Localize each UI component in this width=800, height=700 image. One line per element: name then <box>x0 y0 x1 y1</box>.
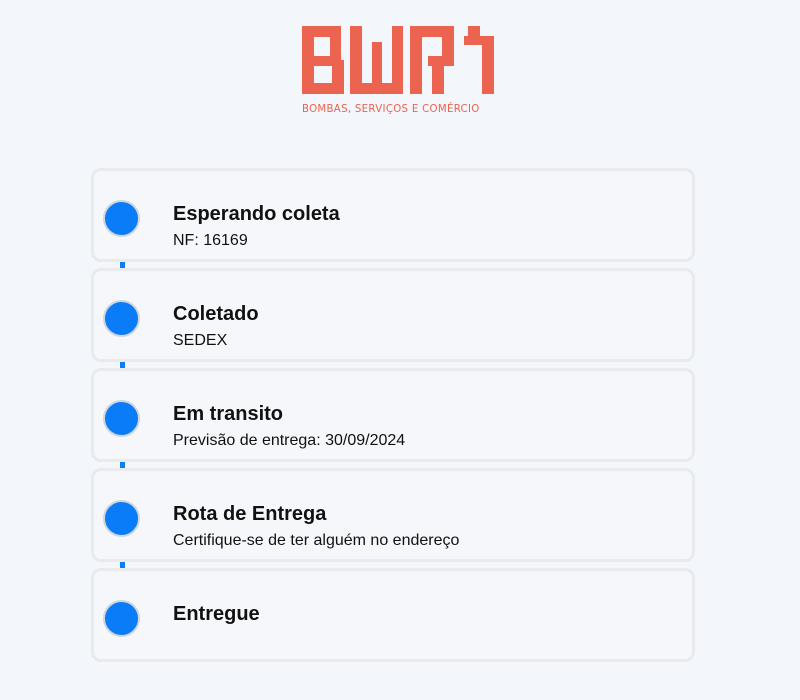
timeline-step-coletado: Coletado SEDEX <box>91 268 695 362</box>
timeline-step-rota-de-entrega: Rota de Entrega Certifique-se de ter alg… <box>91 468 695 562</box>
step-detail: SEDEX <box>173 332 228 349</box>
step-detail: Previsão de entrega: 30/09/2024 <box>173 432 406 449</box>
step-status-dot <box>103 500 140 537</box>
step-detail: Certifique-se de ter alguém no endereço <box>173 532 460 549</box>
brand-logo: BOMBAS, SERVIÇOS E COMÉRCIO <box>300 22 500 122</box>
brand-tagline: BOMBAS, SERVIÇOS E COMÉRCIO <box>302 104 480 115</box>
step-title: Esperando coleta <box>173 203 340 225</box>
step-title: Coletado <box>173 303 259 325</box>
step-status-dot <box>103 400 140 437</box>
step-status-dot <box>103 600 140 637</box>
step-title: Entregue <box>173 603 260 625</box>
timeline-step-entregue: Entregue <box>91 568 695 662</box>
tracking-timeline: Esperando coleta NF: 16169 Coletado SEDE… <box>91 168 695 668</box>
step-status-dot <box>103 300 140 337</box>
step-status-dot <box>103 200 140 237</box>
step-title: Rota de Entrega <box>173 503 327 525</box>
timeline-step-esperando-coleta: Esperando coleta NF: 16169 <box>91 168 695 262</box>
step-detail: NF: 16169 <box>173 232 248 249</box>
step-title: Em transito <box>173 403 284 425</box>
timeline-step-em-transito: Em transito Previsão de entrega: 30/09/2… <box>91 368 695 462</box>
bwr-logo-icon <box>302 26 494 94</box>
